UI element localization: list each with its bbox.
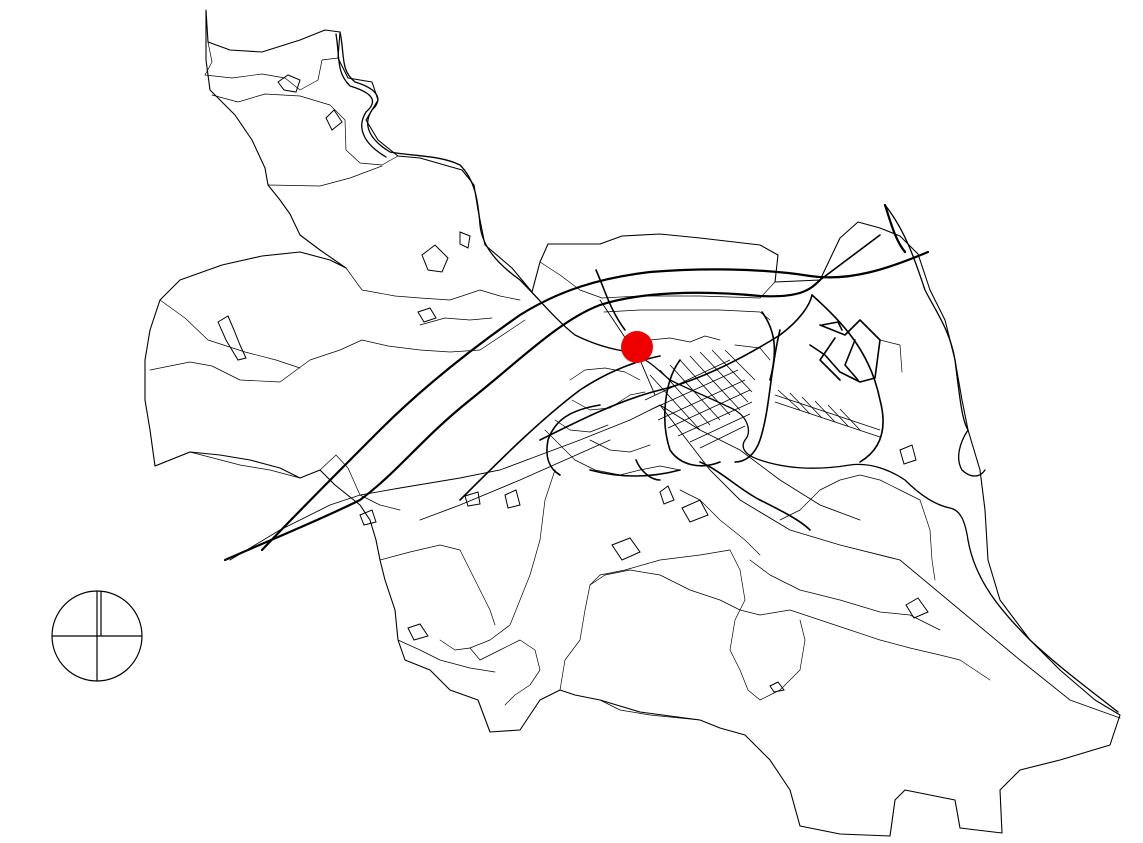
railways	[229, 299, 1121, 719]
industrial-blocks	[809, 319, 881, 383]
location-marker[interactable]	[621, 331, 653, 363]
compass-rose	[51, 590, 143, 682]
secondary-roads	[459, 234, 884, 531]
highways	[223, 203, 930, 562]
settlements	[217, 74, 929, 693]
district-boundaries	[149, 41, 991, 721]
river	[335, 31, 1119, 713]
street-grid-east	[774, 389, 881, 438]
location-marker-dot[interactable]	[621, 331, 653, 363]
municipal-boundary	[144, 9, 1121, 837]
street-grid-center	[644, 349, 756, 449]
city-fringe	[554, 335, 903, 453]
